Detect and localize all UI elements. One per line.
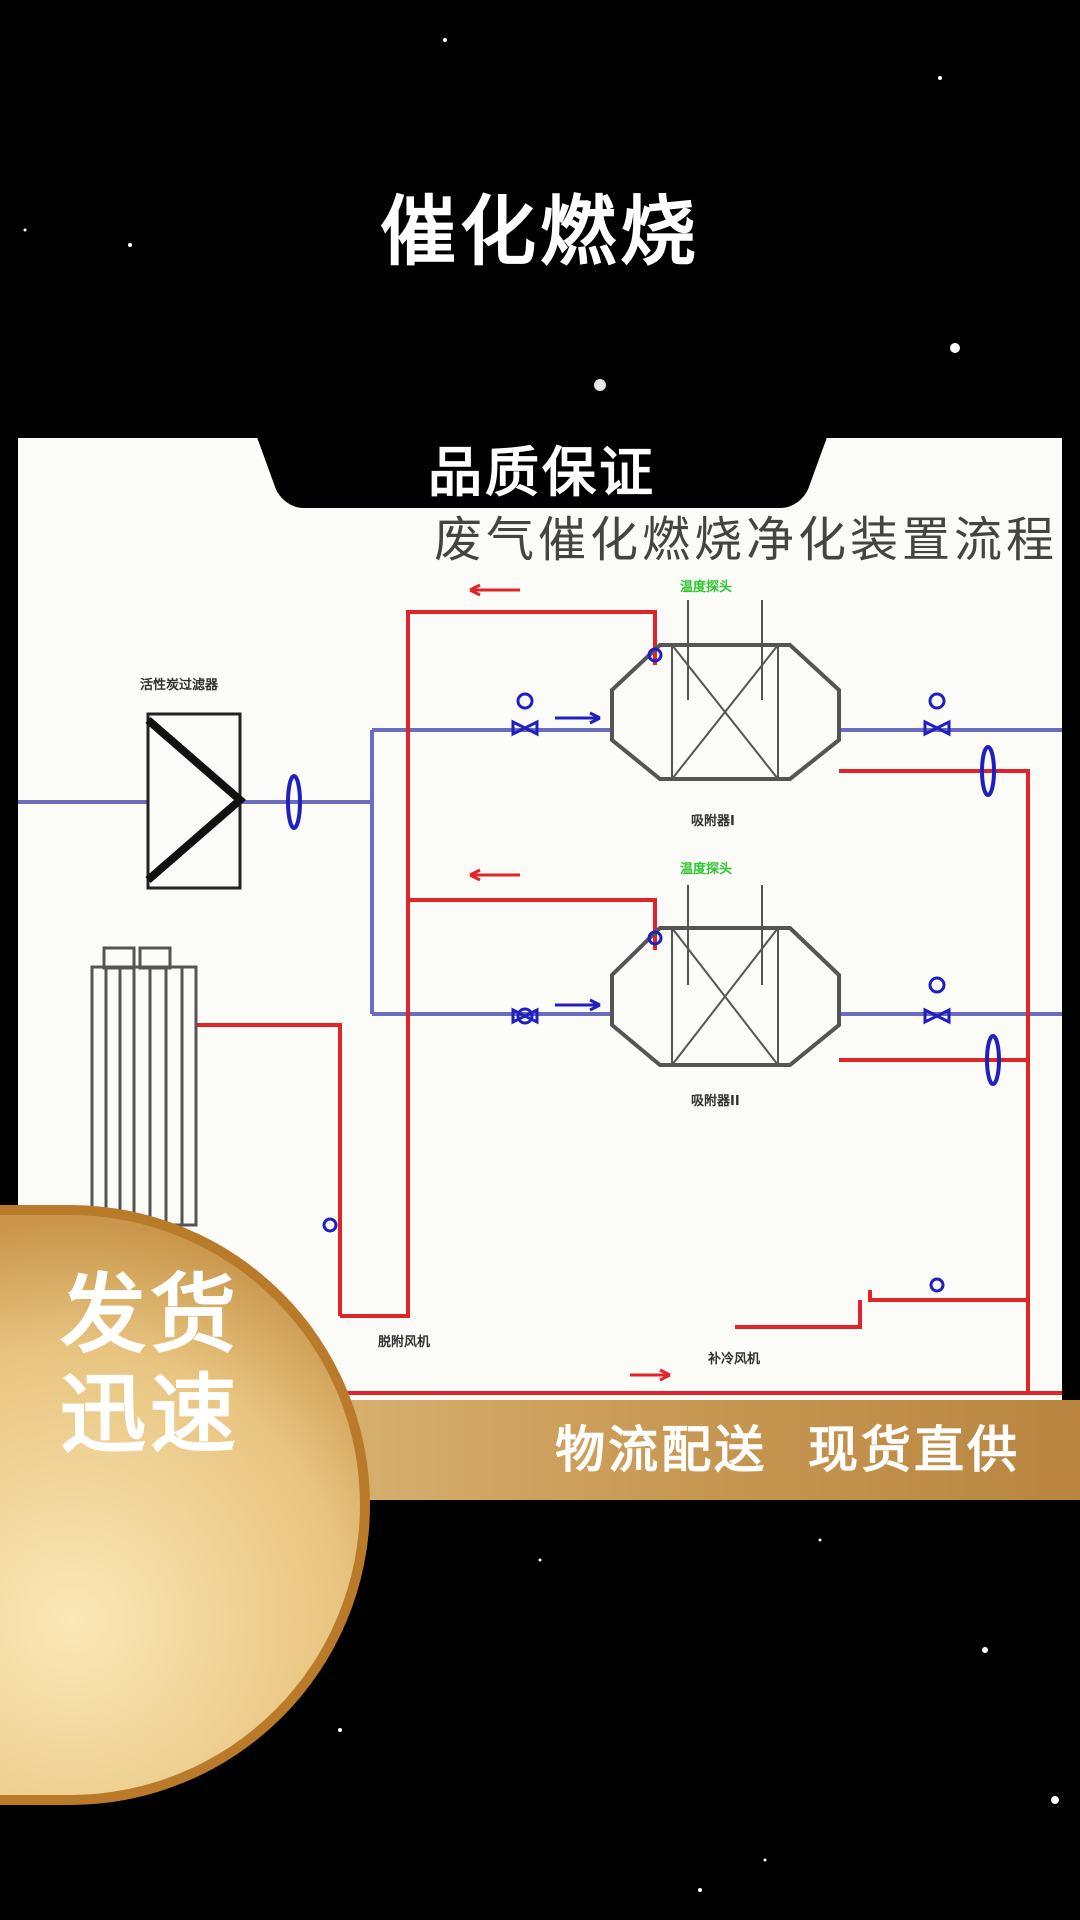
adsorber-1-label: 吸附器I [691,814,735,829]
quality-banner: 品质保证 [292,438,792,508]
cool-fan-label: 补冷风机 [708,1352,761,1367]
pipe-schematic [18,583,1062,1395]
sensor-label-1: 温度探头 [680,580,733,595]
diagram-title: 废气催化燃烧净化装置流程 [433,512,1058,568]
badge-line-1: 发货 [60,1265,240,1365]
badge-line-2: 迅速 [60,1365,240,1465]
desorb-fan-label: 脱附风机 [378,1335,431,1350]
sensor-label-2: 温度探头 [680,862,733,877]
adsorber-2-label: 吸附器II [691,1094,740,1109]
filter-label: 活性炭过滤器 [140,678,219,693]
band-text: 物流配送 现货直供 [555,1421,1020,1479]
badge-text: 发货 迅速 [60,1265,260,1465]
page-title: 催化燃烧 [380,187,700,276]
